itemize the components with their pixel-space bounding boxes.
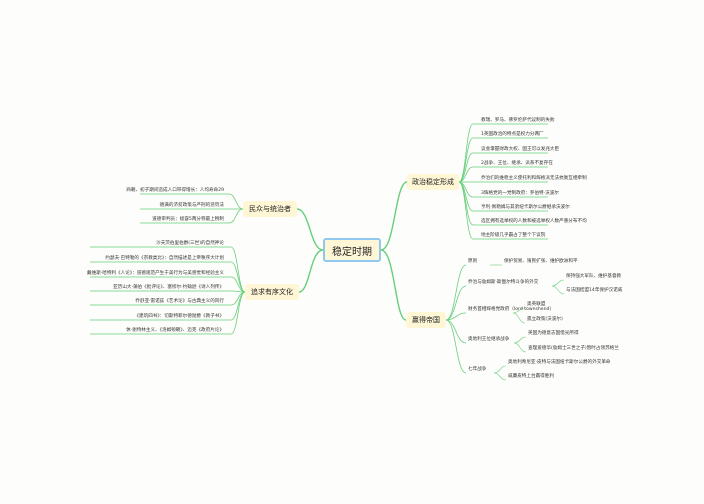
people-item[interactable]: 道德审判员：极容5两分称最上税制 [152,217,224,222]
connector-line [445,312,467,321]
political-item[interactable]: 2战争、王位、继承、派系不复存在 [481,161,553,166]
culture-item[interactable]: 乔舒亚·雷诺兹《艺术论》与古典主义的风行 [135,299,224,304]
political-item[interactable]: 教瑞、罗马、佛罗伦萨代议制的失败 [481,118,555,123]
connector-line [493,365,507,374]
empire-topic[interactable]: 乔治与詹姆斯·斯图尔特斗争的外交 [468,280,539,285]
connector-line [90,276,246,293]
connector-line [513,342,527,353]
connector-line [458,166,548,183]
connector-line [513,336,527,344]
connector-line [445,319,467,344]
connector-line [90,290,246,293]
political-item[interactable]: 乔治们的维稳主义使托利和辉格派无法抗衡互相牵制 [481,176,587,181]
branch-win-empire[interactable]: 赢得帝国 [406,312,446,328]
political-item[interactable]: 议会掌握财政大权、国王可以发兆大臣 [481,147,560,152]
connector-line [512,307,526,314]
empire-subitem[interactable]: 奥英联盟 [527,302,546,307]
branch-ordered-culture[interactable]: 追求有序文化 [245,284,299,300]
culture-item[interactable]: 亚历山大·蒲伯《批评论》、塞缪尔·约翰逊《诗人列传》 [113,285,224,290]
connector-line [445,264,467,321]
culture-item[interactable]: 约瑟夫·巴特勒的《宗教类比》：自然描述是上帝秩序大计划 [105,256,224,261]
culture-item[interactable]: 戴维斯·哈特利《人论》：道德观范产生于美行为与美感觉和经验主义 [87,271,224,276]
political-item[interactable]: 地主阶级几乎霸占了整个下议院 [481,233,546,238]
empire-subitem[interactable]: 威廉皮特上台赢得胜利 [508,374,554,379]
connector-line [380,249,407,321]
branch-people-rulers[interactable]: 民众与统治者 [243,201,297,217]
people-item[interactable]: 德满的济贫政策与严刑的惩罚法 [159,203,224,208]
empire-subitem[interactable]: 保护贸易、殖民扩张、维护欧洲和平 [504,259,578,264]
empire-subitem[interactable]: 与法国结盟14年保护汉诺威 [566,288,623,293]
connector-line [140,208,244,224]
political-item[interactable]: 3辉格党的一党制政府：罗伯特·沃波尔 [481,191,559,196]
connector-line [90,261,246,293]
central-topic[interactable]: 稳定时期 [323,238,381,262]
connector-line [140,193,244,210]
connector-line [458,181,548,240]
culture-item[interactable]: 沙夫茨伯里伯爵(三世)的自然神论 [156,241,224,246]
empire-topic[interactable]: 七年战争 [468,367,487,372]
empire-subitem[interactable]: 查理爱德华(詹姆士三世之子)暂时占领苏格兰 [528,346,619,351]
connector-line [445,319,467,374]
connector-line [298,249,324,293]
connector-line [551,285,565,295]
branch-political-stability[interactable]: 政治稳定形成 [407,174,459,190]
empire-subitem[interactable]: 孤立政策(沃波尔) [527,317,563,322]
connector-line [445,285,467,321]
empire-subitem[interactable]: 保持强大军队、维护基督教 [566,274,622,279]
empire-subitem[interactable]: 英国为德意志国借光所得 [528,331,579,336]
empire-topic[interactable]: 原则 [468,259,478,264]
connector-line [296,208,324,251]
connector-line [380,181,408,251]
culture-item[interactable]: 休·谢侍林主义、《洛姆顿朝》、迈克《政府片论》 [126,328,224,333]
political-item[interactable]: 亨利·佩勒姆与其弟纽卡斯尔公爵继承沃波尔 [481,205,570,210]
connector-line [90,291,246,335]
people-item[interactable]: 商朝、初子期间造成人口带得增长：人均寿命29 [126,188,224,193]
political-item[interactable]: 选区拥有选举权的人数和被选举权人数严重分布不均 [481,219,587,224]
empire-topic[interactable]: 财务首相辉格党政府（lord townshend） [468,307,555,312]
culture-item[interactable]: 《建筑四书》：切斯特菲尔德勋爵《教子书》 [134,314,224,319]
empire-subitem[interactable]: 奥地利希尼亚·皮特与法国纽卡斯尔公爵的外交革命 [508,360,611,365]
political-item[interactable]: 1英国政治的特点是权力分两厂 [481,132,544,137]
connector-line [493,372,507,381]
connector-line [551,279,565,287]
empire-topic[interactable]: 奥地利王位继承战争 [468,337,510,342]
connector-line [512,312,526,324]
